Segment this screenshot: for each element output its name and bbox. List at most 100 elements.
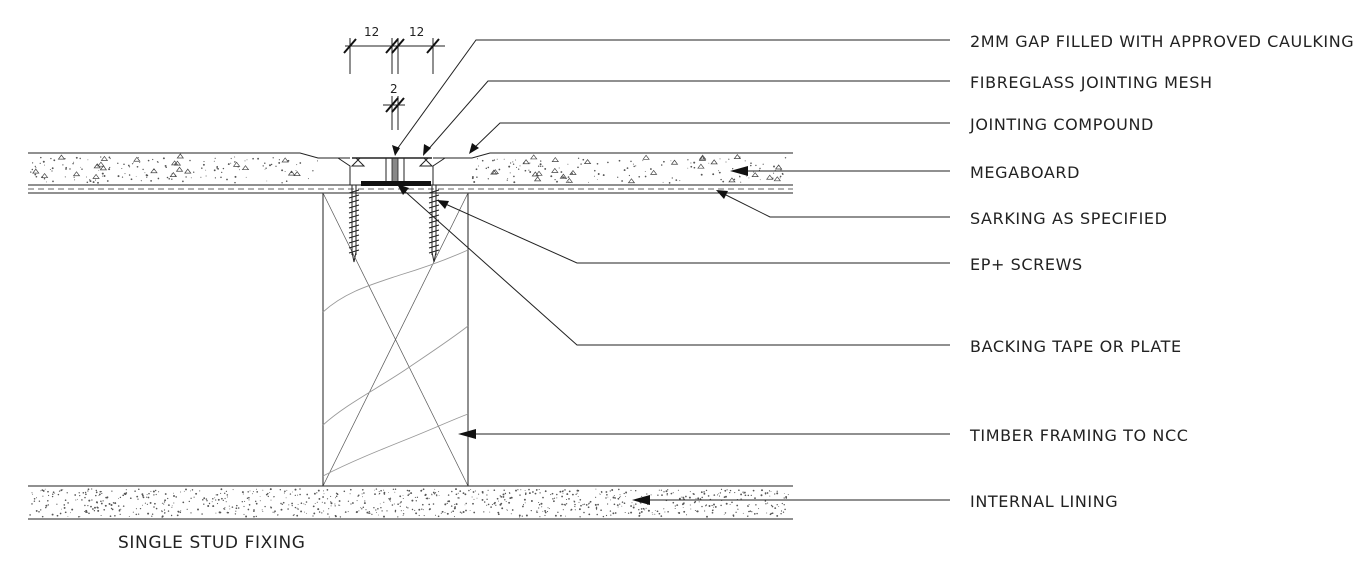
aggregate-particle	[667, 489, 669, 491]
aggregate-particle	[163, 512, 166, 514]
aggregate-particle	[635, 503, 637, 505]
aggregate-particle	[99, 490, 102, 493]
aggregate-particle	[33, 500, 36, 502]
aggregate-particle	[33, 498, 36, 500]
aggregate-particle	[335, 492, 338, 494]
aggregate-particle	[640, 508, 643, 510]
aggregate-particle	[781, 173, 784, 175]
ep-plus-screws	[348, 185, 440, 263]
aggregate-particle	[614, 512, 617, 514]
aggregate-particle	[539, 163, 542, 166]
caulking-gap	[391, 157, 399, 186]
aggregate-particle	[498, 500, 500, 502]
aggregate-particle	[518, 168, 520, 170]
aggregate-particle	[524, 502, 526, 504]
aggregate-particle	[523, 498, 526, 501]
aggregate-particle	[509, 497, 512, 500]
aggregate-particle	[544, 511, 547, 514]
aggregate-particle	[89, 179, 91, 181]
aggregate-particle	[95, 501, 98, 504]
aggregate-particle	[330, 495, 332, 497]
aggregate-particle	[108, 168, 111, 171]
aggregate-particle	[118, 509, 120, 511]
aggregate-particle	[67, 516, 69, 518]
aggregate-particle	[149, 501, 152, 504]
aggregate-particle	[120, 508, 122, 510]
aggregate-particle	[374, 489, 376, 491]
aggregate-particle	[550, 175, 553, 178]
aggregate-particle	[612, 496, 615, 499]
aggregate-particle	[82, 492, 85, 494]
aggregate-particle	[312, 515, 314, 517]
aggregate-particle	[658, 512, 661, 515]
label-screws: EP+ SCREWS	[970, 255, 1083, 274]
aggregate-particle	[551, 492, 554, 495]
aggregate-particle	[487, 166, 490, 169]
aggregate-particle	[410, 492, 413, 495]
aggregate-particle	[564, 504, 566, 506]
aggregate-particle	[538, 507, 540, 509]
aggregate-particle	[81, 499, 83, 501]
aggregate-particle	[156, 161, 159, 163]
aggregate-particle	[613, 503, 616, 506]
aggregate-particle	[778, 505, 780, 507]
aggregate-particle	[623, 492, 625, 495]
aggregate-particle	[522, 505, 524, 508]
aggregate-particle	[373, 507, 375, 509]
aggregate-particle	[285, 180, 288, 182]
aggregate-particle	[414, 509, 416, 511]
aggregate-particle	[231, 506, 234, 508]
aggregate-particle	[602, 174, 605, 177]
aggregate-particle	[621, 501, 624, 503]
aggregate-particle	[243, 513, 245, 515]
aggregate-particle	[519, 494, 521, 496]
aggregate-particle	[521, 515, 523, 517]
aggregate-particle	[665, 490, 668, 493]
aggregate-particle	[184, 168, 192, 174]
aggregate-particle	[610, 514, 612, 516]
aggregate-particle	[626, 167, 629, 169]
internal-lining-texture	[29, 488, 789, 518]
aggregate-particle	[308, 497, 310, 499]
aggregate-particle	[734, 492, 736, 494]
aggregate-particle	[661, 494, 663, 496]
aggregate-particle	[426, 497, 429, 500]
aggregate-particle	[418, 514, 420, 517]
aggregate-particle	[524, 493, 527, 496]
aggregate-particle	[295, 170, 297, 172]
aggregate-particle	[138, 160, 140, 162]
aggregate-particle	[195, 492, 198, 495]
aggregate-particle	[596, 509, 598, 511]
aggregate-particle	[454, 506, 456, 508]
aggregate-particle	[764, 500, 767, 502]
aggregate-particle	[628, 174, 631, 177]
aggregate-particle	[406, 489, 409, 492]
aggregate-particle	[490, 169, 498, 175]
aggregate-particle	[504, 499, 506, 501]
aggregate-particle	[415, 500, 417, 502]
aggregate-particle	[407, 507, 409, 509]
aggregate-particle	[193, 496, 195, 498]
aggregate-particle	[649, 168, 652, 170]
aggregate-particle	[569, 182, 571, 184]
aggregate-particle	[245, 176, 247, 178]
aggregate-particle	[64, 158, 66, 160]
aggregate-particle	[147, 512, 150, 515]
aggregate-particle	[780, 512, 782, 515]
aggregate-particle	[91, 499, 93, 501]
aggregate-particle	[723, 496, 726, 499]
label-internal-lining: INTERNAL LINING	[970, 492, 1118, 511]
aggregate-particle	[129, 497, 132, 500]
aggregate-particle	[642, 160, 644, 162]
aggregate-particle	[619, 494, 621, 496]
aggregate-particle	[663, 160, 665, 163]
aggregate-particle	[330, 501, 332, 503]
aggregate-particle	[564, 489, 566, 491]
aggregate-particle	[652, 513, 654, 515]
aggregate-particle	[725, 161, 727, 163]
aggregate-particle	[229, 508, 231, 510]
aggregate-particle	[151, 515, 153, 517]
aggregate-particle	[312, 505, 315, 508]
aggregate-particle	[79, 157, 81, 160]
aggregate-particle	[556, 497, 558, 499]
